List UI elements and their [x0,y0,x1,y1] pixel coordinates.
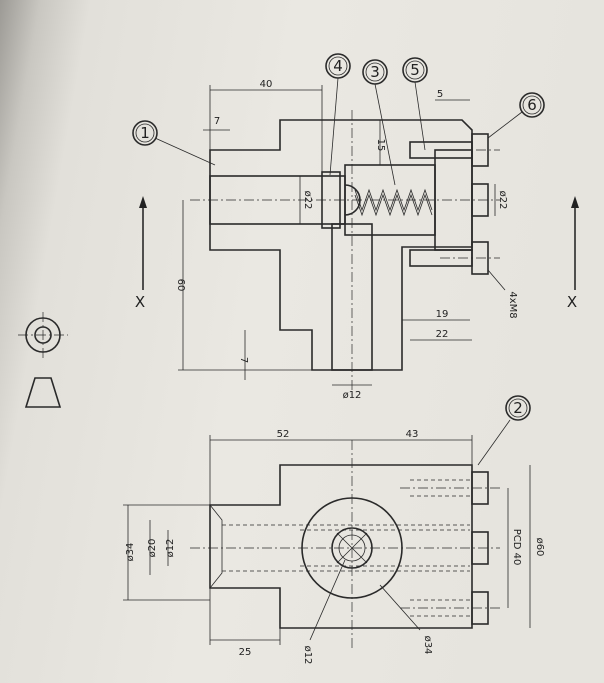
dim-thread: 4xM8 [507,291,518,318]
balloon-6: 6 [519,92,545,118]
balloon-1-label: 1 [140,124,150,142]
dim-dia34b: ø34 [422,636,433,655]
dim-15: 15 [375,139,386,152]
balloon-3: 3 [362,59,388,85]
dim-dia22a: ø22 [302,191,313,210]
dim-52: 52 [277,429,290,440]
balloon-4: 4 [325,53,351,79]
projection-symbol [18,312,68,408]
balloon-5: 5 [402,57,428,83]
dim-19: 19 [436,309,449,320]
dim-25: 25 [239,647,252,658]
dim-dia60: ø60 [534,538,545,557]
balloon-2-label: 2 [513,399,523,417]
dim-7a: 7 [214,116,220,127]
section-label-right: X [567,293,577,311]
balloon-6-label: 6 [527,96,537,114]
dim-dia34a: ø34 [125,543,136,562]
dim-43: 43 [406,429,419,440]
dim-dia12c: ø12 [302,646,313,665]
section-label-left: X [135,293,145,311]
balloon-4-label: 4 [333,57,343,75]
balloon-5-label: 5 [410,61,420,79]
dim-dia20: ø20 [147,539,158,558]
dim-dia12b: ø12 [165,539,176,558]
end-view [190,440,500,650]
sectional-view [190,110,500,395]
sectional-dimension-lines [139,77,579,386]
dim-22: 22 [436,329,449,340]
balloon-2: 2 [505,395,531,421]
balloon-1: 1 [132,120,158,146]
end-dimension-lines [123,419,531,645]
dim-pcd: PCD 40 [511,529,522,566]
dim-60: 60 [175,279,186,292]
dim-5: 5 [437,89,443,100]
dim-dia22b: ø22 [497,191,508,210]
dim-40: 40 [260,79,273,90]
balloon-3-label: 3 [370,63,380,81]
dim-dia12a: ø12 [343,390,362,401]
dim-7b: 7 [238,357,249,363]
